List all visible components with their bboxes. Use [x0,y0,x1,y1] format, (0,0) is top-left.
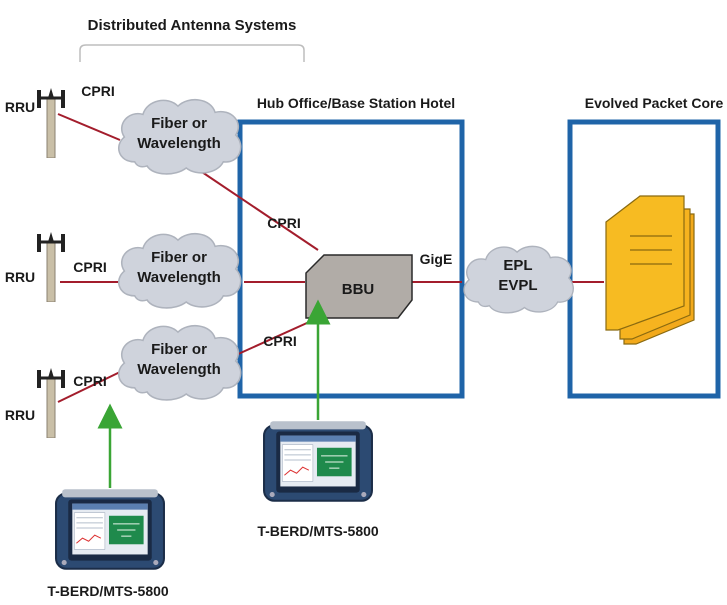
cloud-1-line2: Wavelength [137,135,221,152]
link-cloud3-bbu [235,317,319,356]
antenna-tower-icon-3 [36,368,66,438]
cloud-3-line2: Wavelength [137,361,221,378]
link-rru1-cloud1 [57,113,121,141]
link-cloud1-bbu [195,167,319,251]
epc-label: Evolved Packet Core [585,95,724,111]
rru-label-3: RRU [5,407,35,423]
antenna-tower-icon-2 [36,232,66,302]
tester-label-2: T-BERD/MTS-5800 [47,583,169,599]
hub-office-label: Hub Office/Base Station Hotel [257,95,455,111]
cloud-3-line1: Fiber or [151,341,207,358]
evpl-label: EVPL [498,277,537,294]
title-distributed-antenna-systems: Distributed Antenna Systems [88,17,297,34]
rru-label-2: RRU [5,269,35,285]
epc-document-icon [605,195,695,345]
links [57,113,604,403]
cpri-label-1: CPRI [81,83,114,99]
tester-device-icon-2 [54,488,166,570]
bbu-label: BBU [342,281,375,298]
cloud-1-line1: Fiber or [151,115,207,132]
tester-label-1: T-BERD/MTS-5800 [257,523,379,539]
epl-evpl-cloud: EPL EVPL [463,245,575,314]
fiber-cloud-1: Fiber or Wavelength [117,98,242,175]
cpri-label-4: CPRI [267,215,300,231]
fiber-cloud-3: Fiber or Wavelength [117,324,242,401]
fiber-cloud-2: Fiber or Wavelength [117,232,242,309]
hub-office-box [237,119,465,399]
epc-box [567,119,721,399]
cpri-label-3: CPRI [73,373,106,389]
epl-label: EPL [503,257,532,274]
cpri-label-2: CPRI [73,259,106,275]
bbu-unit: BBU [305,254,413,319]
rru-label-1: RRU [5,99,35,115]
link-rru3-cloud3 [57,371,121,403]
cloud-2-line1: Fiber or [151,249,207,266]
antenna-tower-icon-1 [36,88,66,158]
cpri-label-5: CPRI [263,333,296,349]
gige-label: GigE [420,251,453,267]
das-bracket [79,44,305,62]
tester-device-icon-1 [262,420,374,502]
cloud-2-line2: Wavelength [137,269,221,286]
